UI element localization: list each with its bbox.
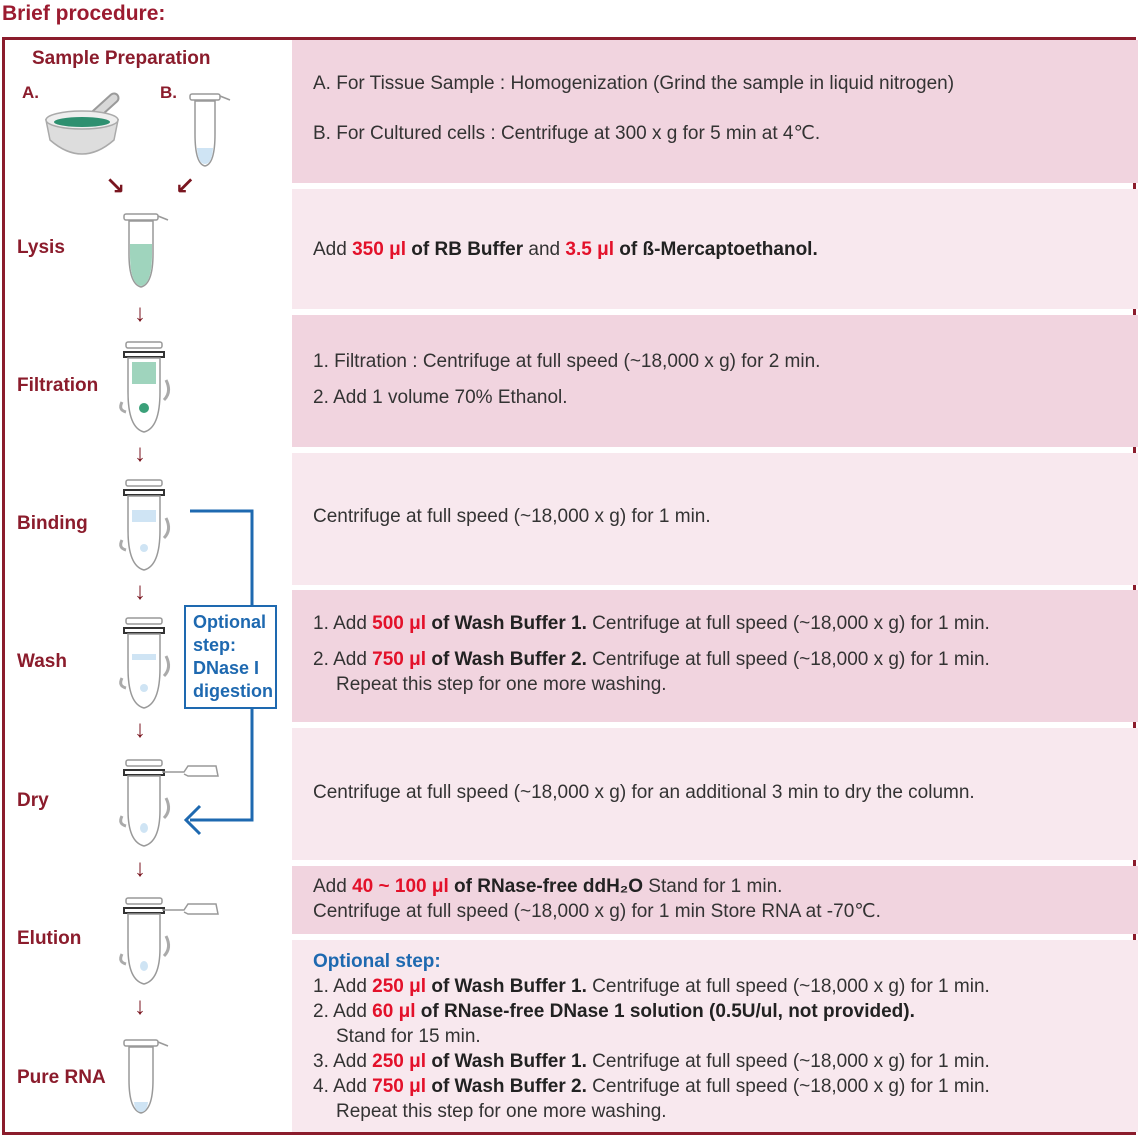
step-label-lysis: Lysis [17, 237, 65, 258]
spin-column-icon [119, 617, 171, 709]
step-label-pure-rna: Pure RNA [17, 1067, 106, 1088]
optional-reagent: of Wash Buffer 1. [426, 976, 587, 997]
lysis-bme: of ß-Mercaptoethanol. [614, 239, 818, 260]
down-arrow-icon: ↓ [134, 716, 146, 743]
elution-text: Add [313, 876, 353, 897]
sample-prep-heading: Sample Preparation [32, 48, 211, 69]
down-arrow-icon: ↓ [134, 855, 146, 882]
optional-text: Centrifuge at full speed (~18,000 x g) f… [586, 976, 990, 997]
prep-line-b: B. For Cultured cells : Centrifuge at 30… [313, 123, 821, 144]
optional-reagent: of RNase-free DNase 1 solution (0.5U/ul,… [415, 1001, 915, 1022]
optional-reagent: of Wash Buffer 1. [426, 1051, 587, 1072]
optional-text: 3. Add [313, 1051, 373, 1072]
optional-line-1: 1. Add 250 μl of Wash Buffer 1. Centrifu… [313, 974, 1138, 999]
wash-volume-2: 750 μl [372, 649, 427, 670]
wash-line-3: Repeat this step for one more washing. [336, 674, 667, 695]
step-label-wash: Wash [17, 651, 67, 672]
step-label-dry: Dry [17, 790, 49, 811]
optional-box-line: step: [193, 635, 237, 655]
wash-line-2: 2. Add 750 μl of Wash Buffer 2. Centrifu… [313, 647, 1138, 672]
wash-text: Centrifuge at full speed (~18,000 x g) f… [586, 613, 990, 634]
optional-volume: 250 μl [372, 976, 427, 997]
filtration-line-1: 1. Filtration : Centrifuge at full speed… [313, 351, 821, 372]
dry-line: Centrifuge at full speed (~18,000 x g) f… [313, 782, 975, 803]
spin-column-icon [119, 341, 171, 433]
wash-text: 1. Add [313, 613, 373, 634]
down-arrow-icon: ↓ [134, 578, 146, 605]
optional-volume: 750 μl [372, 1076, 427, 1097]
step-label-filtration: Filtration [17, 375, 99, 396]
optional-text: 1. Add [313, 976, 373, 997]
spin-column-icon [119, 897, 219, 985]
page-title: Brief procedure: [2, 2, 166, 25]
panel-elution: Add 40 ~ 100 μl of RNase-free ddH₂O Stan… [292, 866, 1138, 934]
spin-column-icon [119, 479, 171, 571]
prep-line-a: A. For Tissue Sample : Homogenization (G… [313, 73, 955, 94]
wash-buffer-2: of Wash Buffer 2. [426, 649, 587, 670]
tube-icon [189, 93, 231, 167]
optional-line-2b: Stand for 15 min. [336, 1026, 481, 1047]
optional-text: Centrifuge at full speed (~18,000 x g) f… [586, 1076, 990, 1097]
tube-icon [123, 1039, 169, 1114]
wash-line-1: 1. Add 500 μl of Wash Buffer 1. Centrifu… [313, 611, 1138, 636]
lysis-rb-buffer: of RB Buffer [405, 239, 524, 260]
spin-column-icon [119, 759, 219, 847]
step-label-elution: Elution [17, 928, 82, 949]
down-arrow-icon: ↓ [134, 300, 146, 327]
down-arrow-icon: ↘ [105, 173, 126, 200]
down-arrow-icon: ↓ [134, 440, 146, 467]
tube-icon [123, 213, 169, 288]
procedure-frame [2, 37, 1136, 1135]
elution-line-2: Centrifuge at full speed (~18,000 x g) f… [313, 901, 881, 922]
optional-line-2: 2. Add 60 μl of RNase-free DNase 1 solut… [313, 999, 1138, 1024]
panel-wash: 1. Add 500 μl of Wash Buffer 1. Centrifu… [292, 590, 1138, 722]
optional-box-line: DNase I [193, 658, 260, 678]
panel-optional-step: Optional step: 1. Add 250 μl of Wash Buf… [292, 940, 1138, 1132]
optional-box-line: digestion [193, 681, 273, 701]
wash-text: 2. Add [313, 649, 373, 670]
lysis-volume-rb: 350 μl [352, 239, 406, 260]
optional-step-heading: Optional step: [313, 951, 441, 972]
lysis-line: Add 350 μl of RB Buffer and 3.5 μl of ß-… [313, 237, 1138, 262]
optional-text: 2. Add [313, 1001, 373, 1022]
optional-volume: 250 μl [372, 1051, 427, 1072]
filtration-line-2: 2. Add 1 volume 70% Ethanol. [313, 387, 568, 408]
optional-reagent: of Wash Buffer 2. [426, 1076, 587, 1097]
optional-box-line: Optional [193, 612, 266, 632]
sample-b-label: B. [160, 83, 177, 102]
elution-water: of RNase-free ddH₂O [448, 876, 644, 897]
lysis-volume-bme: 3.5 μl [565, 239, 615, 260]
mortar-pestle-icon [45, 92, 120, 155]
panel-binding: Centrifuge at full speed (~18,000 x g) f… [292, 453, 1138, 585]
down-arrow-icon: ↓ [134, 993, 146, 1020]
lysis-text: and [523, 239, 566, 260]
panel-filtration: 1. Filtration : Centrifuge at full speed… [292, 315, 1138, 447]
lysis-text: Add [313, 239, 353, 260]
optional-text: 4. Add [313, 1076, 373, 1097]
sample-a-label: A. [22, 83, 39, 102]
optional-line-4: 4. Add 750 μl of Wash Buffer 2. Centrifu… [313, 1074, 1138, 1099]
panel-lysis: Add 350 μl of RB Buffer and 3.5 μl of ß-… [292, 189, 1138, 309]
optional-volume: 60 μl [372, 1001, 416, 1022]
down-arrow-icon: ↙ [175, 173, 196, 200]
elution-volume: 40 ~ 100 μl [352, 876, 449, 897]
elution-line-1: Add 40 ~ 100 μl of RNase-free ddH₂O Stan… [313, 874, 1138, 899]
wash-volume-1: 500 μl [372, 613, 427, 634]
optional-line-3: 3. Add 250 μl of Wash Buffer 1. Centrifu… [313, 1049, 1138, 1074]
wash-buffer-1: of Wash Buffer 1. [426, 613, 587, 634]
binding-line: Centrifuge at full speed (~18,000 x g) f… [313, 506, 711, 527]
panel-dry: Centrifuge at full speed (~18,000 x g) f… [292, 728, 1138, 860]
elution-text: Stand for 1 min. [643, 876, 783, 897]
optional-dnase-box: Optional step: DNase I digestion [184, 605, 277, 709]
optional-line-4b: Repeat this step for one more washing. [336, 1101, 667, 1122]
panel-sample-preparation: A. For Tissue Sample : Homogenization (G… [292, 40, 1138, 183]
optional-text: Centrifuge at full speed (~18,000 x g) f… [586, 1051, 990, 1072]
step-label-binding: Binding [17, 513, 88, 534]
wash-text: Centrifuge at full speed (~18,000 x g) f… [586, 649, 990, 670]
